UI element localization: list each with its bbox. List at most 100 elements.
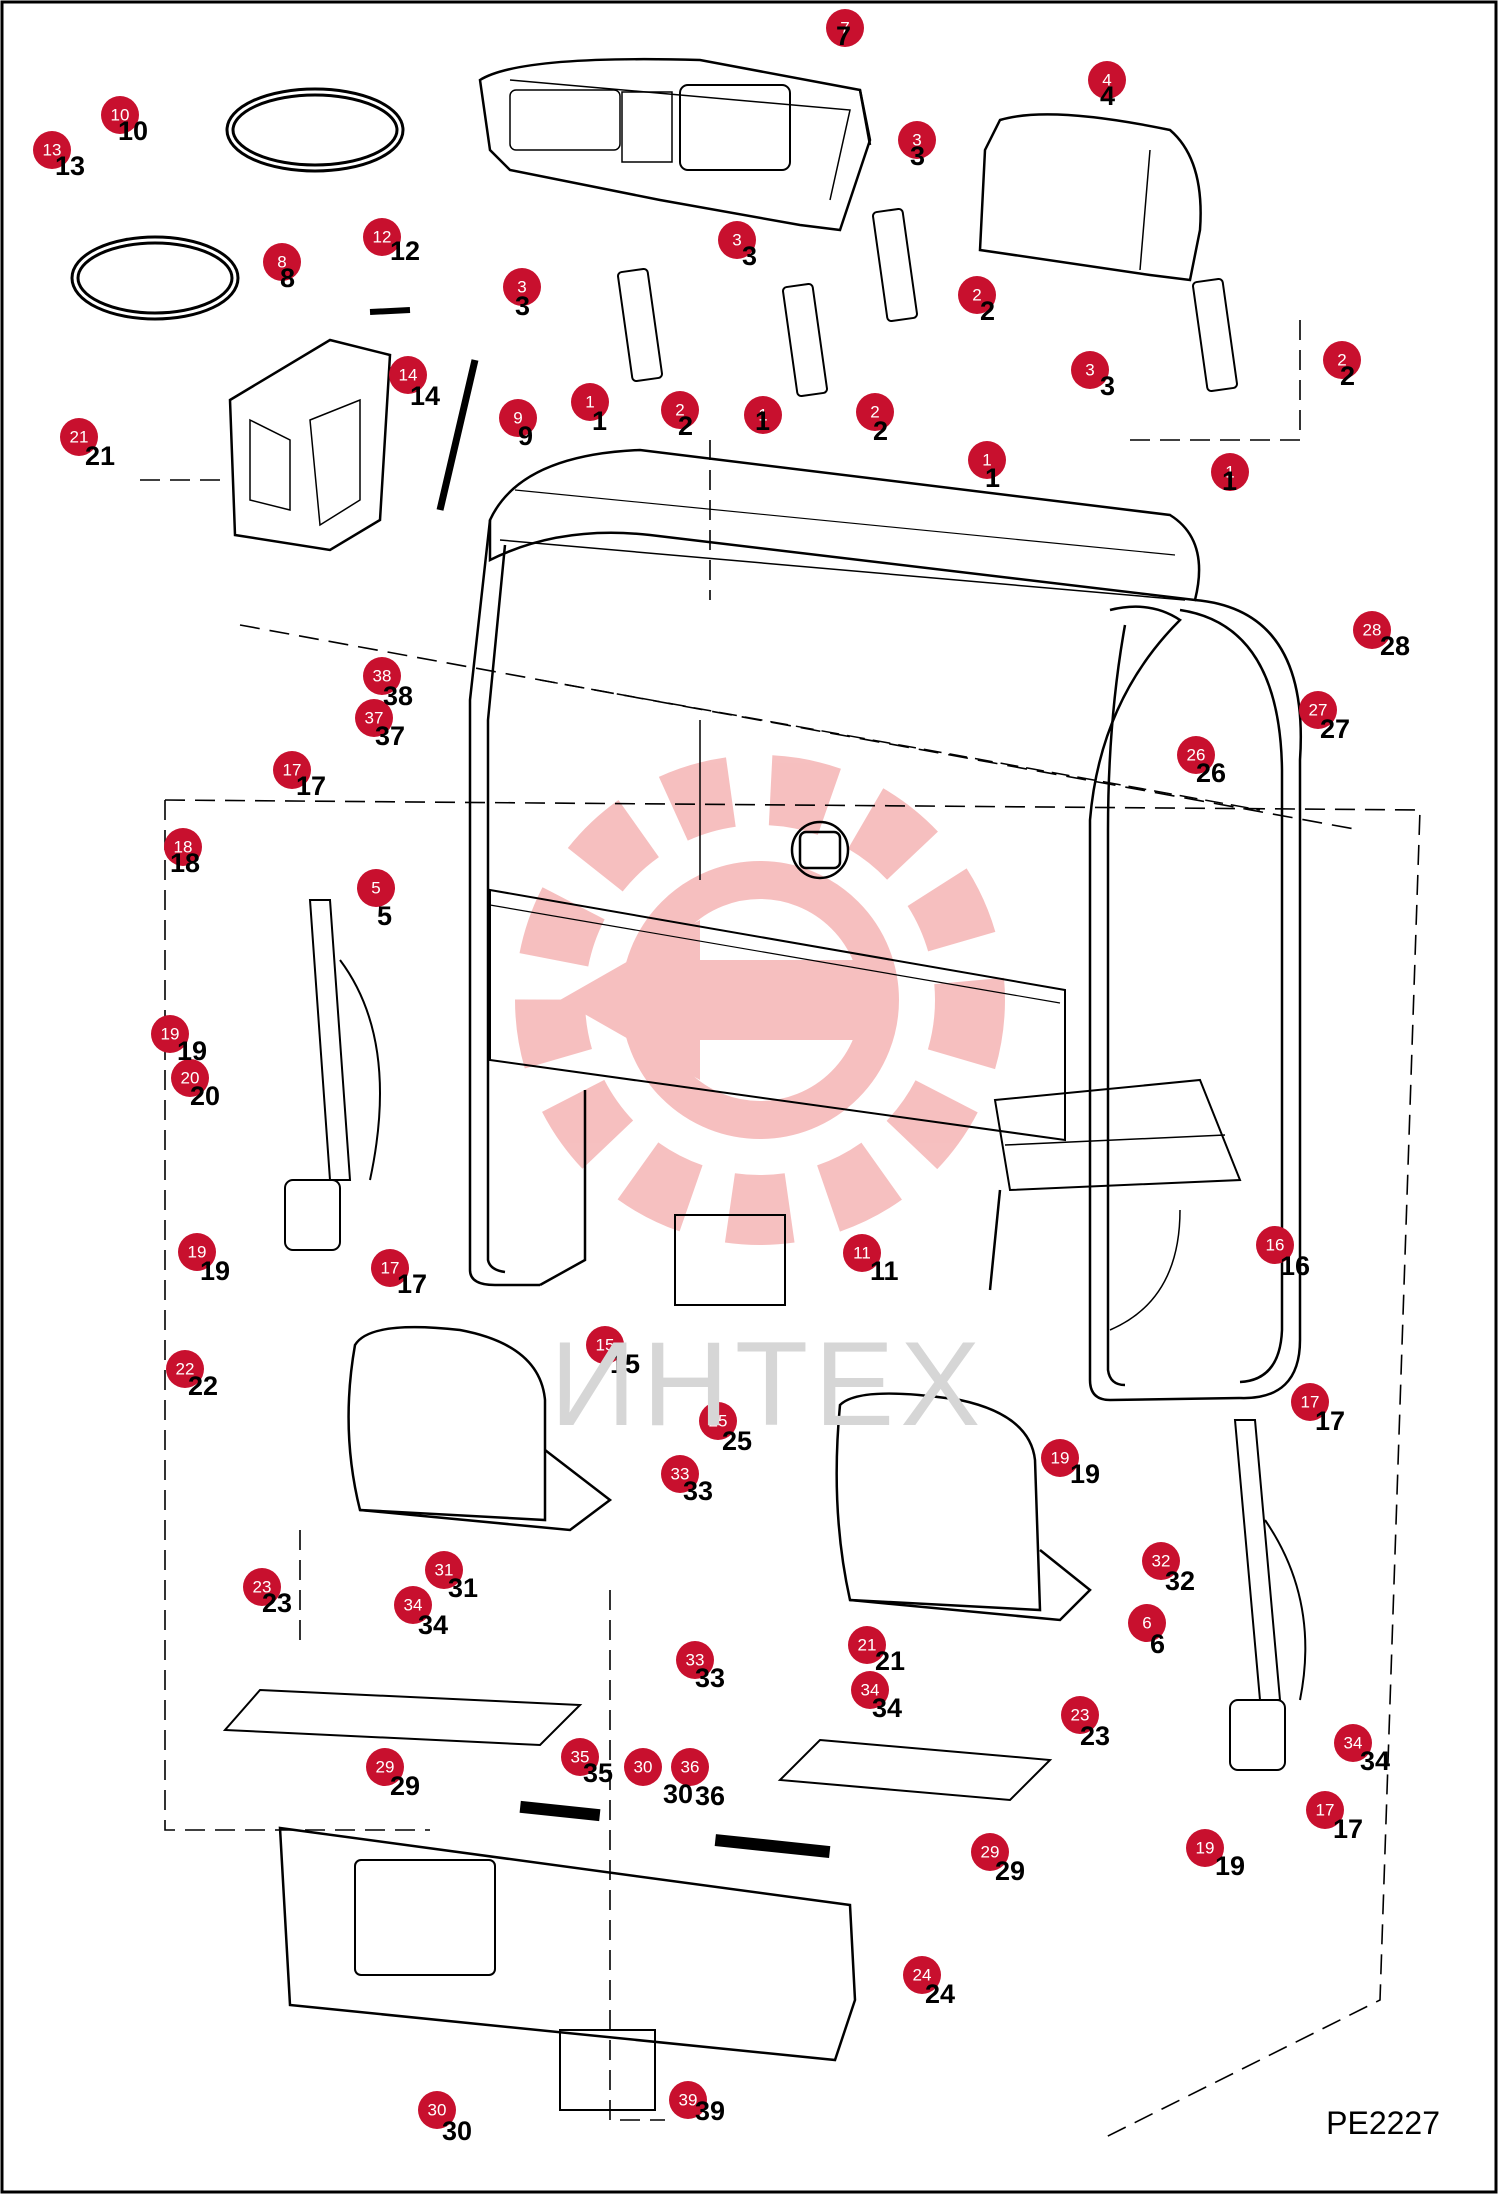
callout-number: 13 (43, 141, 62, 160)
callout-marker (1177, 736, 1215, 774)
callout-6: 6 (1128, 1604, 1166, 1642)
callout-marker (499, 399, 537, 437)
part-label-32: 32 (1165, 1566, 1195, 1596)
callout-number: 17 (381, 1259, 400, 1278)
callout-marker (363, 218, 401, 256)
callout-19: 19 (151, 1015, 189, 1053)
callout-33: 33 (661, 1455, 699, 1493)
callout-marker (1334, 1724, 1372, 1762)
callout-marker (1353, 611, 1391, 649)
part-label-14: 14 (410, 381, 440, 411)
handle (369, 307, 411, 315)
callout-number: 1 (585, 393, 594, 412)
callout-number: 31 (435, 1561, 454, 1580)
strip-35 (519, 1800, 601, 1822)
callout-12: 12 (363, 218, 401, 256)
callout-number: 34 (404, 1596, 423, 1615)
callout-number: 23 (253, 1578, 272, 1597)
callout-marker (371, 1249, 409, 1287)
part-label-29b: 29 (995, 1856, 1025, 1886)
part-label-3b: 3 (742, 241, 757, 271)
part-label-33a: 33 (683, 1476, 713, 1506)
part-label-38: 38 (383, 681, 413, 711)
part-label-28: 28 (1380, 631, 1410, 661)
callout-number: 2 (675, 401, 684, 420)
callout-4: 4 (1088, 61, 1126, 99)
callout-24: 24 (903, 1956, 941, 1994)
callout-number: 3 (1085, 361, 1094, 380)
callout-marker (843, 1234, 881, 1272)
part-label-29a: 29 (390, 1771, 420, 1801)
part-label-36: 36 (695, 1781, 725, 1811)
callout-34: 34 (1334, 1724, 1372, 1762)
callout-number: 25 (709, 1412, 728, 1431)
callout-number: 3 (517, 278, 526, 297)
seat-mount-plates (222, 1688, 1053, 1802)
callout-26: 26 (1177, 736, 1215, 774)
callout-number: 30 (428, 2101, 447, 2120)
callout-marker (1186, 1829, 1224, 1867)
callout-3: 3 (1071, 351, 1109, 389)
callout-marker (561, 1738, 599, 1776)
callout-marker (968, 441, 1006, 479)
callout-number: 2 (870, 403, 879, 422)
callout-23: 23 (1061, 1696, 1099, 1734)
callout-number: 17 (1301, 1393, 1320, 1412)
seat-left (347, 1325, 613, 1532)
part-label-7: 7 (836, 21, 851, 51)
callout-2: 2 (1323, 341, 1361, 379)
callout-28: 28 (1353, 611, 1391, 649)
part-label-23b: 23 (1080, 1721, 1110, 1751)
callout-number: 8 (277, 253, 286, 272)
callout-31: 31 (425, 1551, 463, 1589)
callout-number: 17 (283, 761, 302, 780)
callout-35: 35 (561, 1738, 599, 1776)
callout-marker (1291, 1383, 1329, 1421)
callout-8: 8 (263, 243, 301, 281)
callout-number: 2 (972, 286, 981, 305)
callout-7: 7 (826, 9, 864, 47)
part-label-39: 39 (695, 2096, 725, 2126)
callout-marker (744, 396, 782, 434)
part-label-2d: 2 (873, 416, 888, 446)
callout-number: 19 (161, 1025, 180, 1044)
callout-34: 34 (851, 1671, 889, 1709)
callout-3: 3 (898, 121, 936, 159)
part-label-31: 31 (448, 1573, 478, 1603)
callout-30: 30 (418, 2091, 456, 2129)
callout-1: 1 (968, 441, 1006, 479)
part-label-2a: 2 (980, 296, 995, 326)
callout-19: 19 (1186, 1829, 1224, 1867)
callout-33: 33 (676, 1641, 714, 1679)
callout-number: 36 (681, 1758, 700, 1777)
part-label-19c: 19 (1070, 1459, 1100, 1489)
callout-number: 18 (174, 838, 193, 857)
callout-number: 23 (1071, 1706, 1090, 1725)
callout-25: 25 (699, 1402, 737, 1440)
callout-marker (1071, 351, 1109, 389)
callout-number: 21 (858, 1636, 877, 1655)
callout-marker (166, 1350, 204, 1388)
callout-marker (718, 221, 756, 259)
callout-9: 9 (499, 399, 537, 437)
part-label-9: 9 (518, 421, 533, 451)
callout-number: 22 (176, 1360, 195, 1379)
part-label-2b: 2 (1340, 361, 1355, 391)
callout-number: 26 (1187, 746, 1206, 765)
callout-number: 1 (982, 451, 991, 470)
callout-marker (1256, 1226, 1294, 1264)
callout-5: 5 (357, 869, 395, 907)
callout-number: 27 (1309, 701, 1328, 720)
callout-number: 10 (111, 106, 130, 125)
part-label-11: 11 (870, 1256, 899, 1286)
part-label-20: 20 (190, 1081, 220, 1111)
callout-number: 39 (679, 2091, 698, 2110)
callout-21: 21 (848, 1626, 886, 1664)
callout-marker (851, 1671, 889, 1709)
part-label-17c: 17 (1315, 1406, 1345, 1436)
callout-36: 36 (671, 1748, 709, 1786)
part-label-19d: 19 (1215, 1851, 1245, 1881)
callout-marker (418, 2091, 456, 2129)
callout-number: 24 (913, 1966, 932, 1985)
